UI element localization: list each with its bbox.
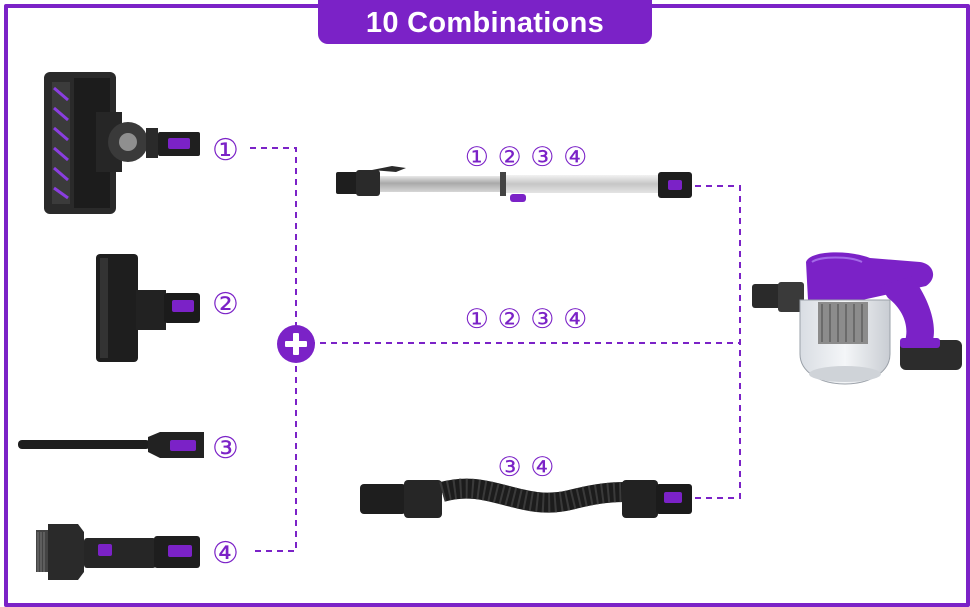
flexible-hose-image <box>360 478 692 518</box>
extension-tube-image <box>336 166 692 202</box>
page-title: 10 Combinations <box>318 0 652 44</box>
extension-tube-compatibility: ① ② ③ ④ <box>465 142 588 173</box>
floor-brush-image <box>44 72 200 214</box>
crevice-tool-image <box>18 432 204 458</box>
handheld-vacuum-image <box>752 252 962 385</box>
dusting-brush-image <box>36 524 200 580</box>
attachment-label-3: ③ <box>212 431 239 466</box>
direct-compatibility: ① ② ③ ④ <box>465 304 588 335</box>
plus-icon <box>277 325 315 363</box>
mini-brush-image <box>96 254 200 362</box>
hose-compatibility: ③ ④ <box>498 452 555 483</box>
attachment-label-2: ② <box>212 287 239 322</box>
attachment-label-4: ④ <box>212 536 239 571</box>
attachment-label-1: ① <box>212 133 239 168</box>
